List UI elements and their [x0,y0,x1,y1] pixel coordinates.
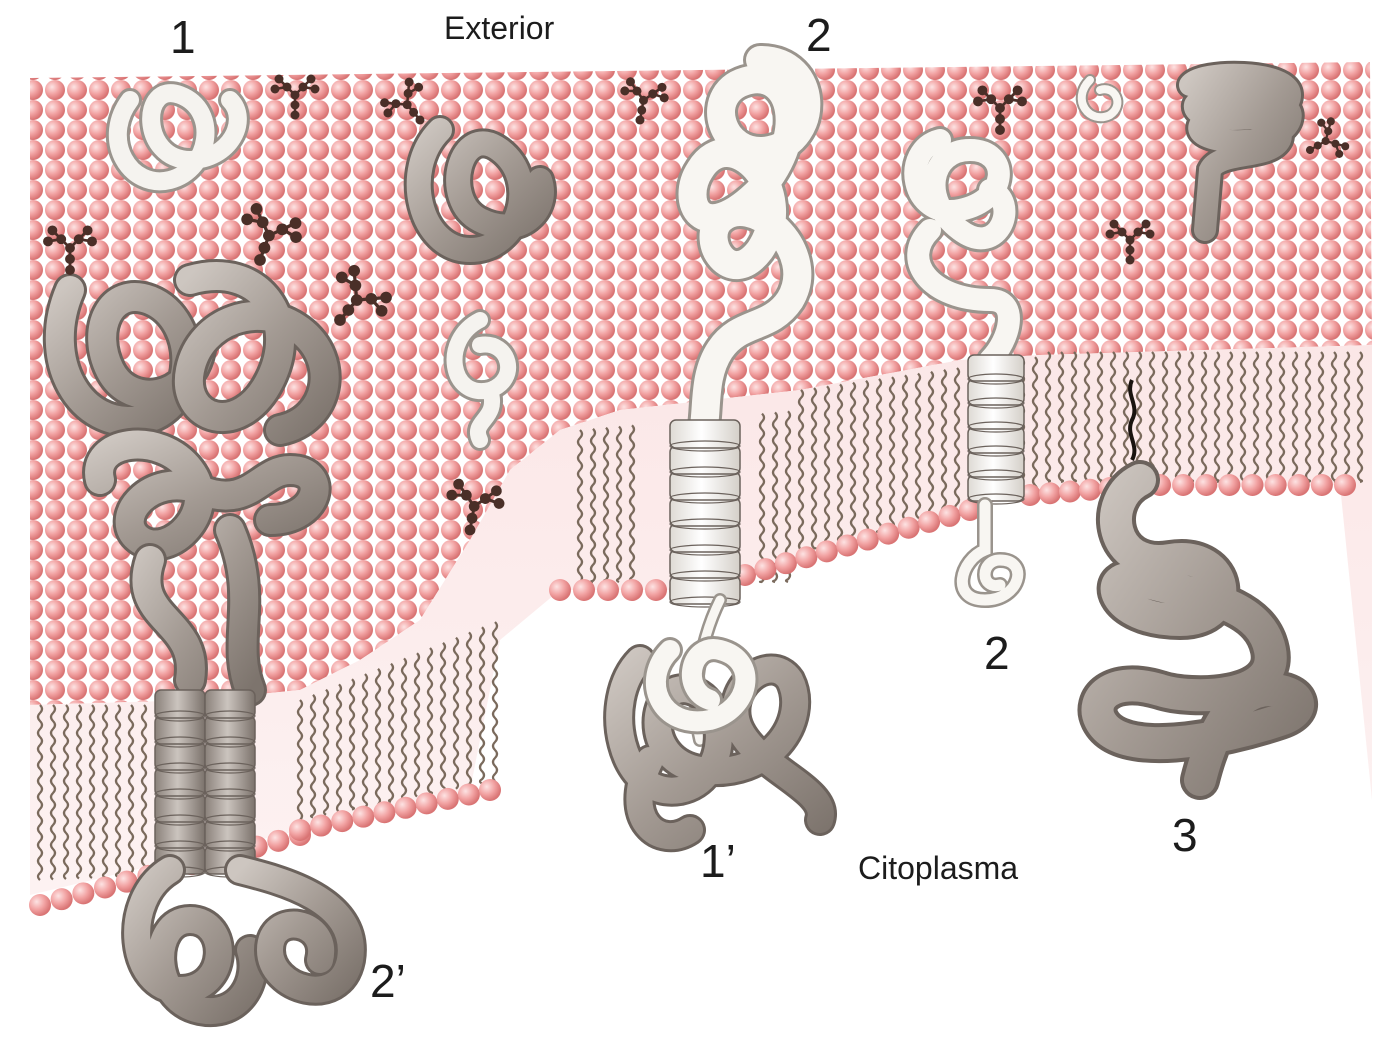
lipid-head [1242,474,1264,496]
helix-segment [155,716,205,744]
lipid-head [267,830,289,852]
helix-segment [205,716,255,744]
lipid-head [72,882,94,904]
lipid-head [645,579,667,601]
lipid-head [549,579,571,601]
label-number-2-middle: 2 [984,630,1010,676]
lipid-head [918,511,940,533]
lipid-head [310,815,332,837]
lipid-head [331,810,353,832]
lipid-head [939,505,961,527]
label-number-2-top: 2 [806,12,832,58]
label-number-1: 1 [170,14,196,60]
lipid-head [395,797,417,819]
lipid-head [877,523,899,545]
lipid-head [597,579,619,601]
helix-segment [670,576,740,604]
label-citoplasma: Citoplasma [858,852,1018,884]
lipid-head [1288,474,1310,496]
lipid-head [1059,481,1081,503]
lipid-head [51,888,73,910]
lipid-head [352,806,374,828]
helix-segment [670,524,740,552]
lipid-head [1218,474,1240,496]
helix-segment [155,794,205,822]
label-number-1-prime: 1’ [700,838,736,884]
helix-segment [670,550,740,578]
helix-segment [205,768,255,796]
helix-segment [155,820,205,848]
lipid-head [289,819,311,841]
lipid-head [621,579,643,601]
helix-segment [205,690,255,718]
label-exterior: Exterior [444,12,554,44]
lipid-head [479,779,501,801]
lipid-head [1195,474,1217,496]
lipid-head [1265,474,1287,496]
lipid-head [1039,482,1061,504]
lipid-head [816,540,838,562]
lipid-head [1079,479,1101,501]
helix-segment [670,446,740,474]
helix-segment [670,472,740,500]
label-number-2-prime: 2’ [370,958,406,1004]
lipid-head [898,517,920,539]
lipid-head [775,552,797,574]
lipid-head [1172,474,1194,496]
lipid-head [573,579,595,601]
lipid-head [373,801,395,823]
lipid-head [416,792,438,814]
lipid-head [1311,474,1333,496]
lipid-head [29,894,51,916]
helix-segment [155,768,205,796]
label-number-3: 3 [1172,812,1198,858]
helix-segment [968,355,1024,381]
helix-segment [670,498,740,526]
lipid-head [836,534,858,556]
helix-segment [155,742,205,770]
lipid-head [437,788,459,810]
lipid-head [94,877,116,899]
helix-segment [155,690,205,718]
lipid-head [754,558,776,580]
lipid-head [1334,474,1356,496]
helix-segment [205,820,255,848]
helix-segment [205,794,255,822]
lipid-head [857,529,879,551]
lipid-head [458,783,480,805]
helix-segment [205,742,255,770]
helix-segment [670,420,740,448]
lipid-head [795,546,817,568]
